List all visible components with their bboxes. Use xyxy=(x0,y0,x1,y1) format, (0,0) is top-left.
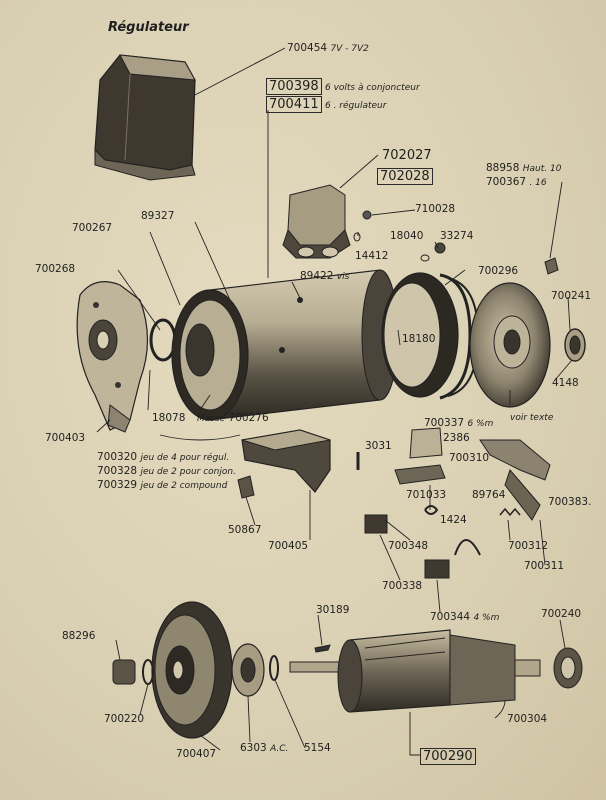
bush-part xyxy=(553,647,583,689)
label-88296: 88296 xyxy=(62,630,96,642)
label-89327: 89327 xyxy=(141,210,175,222)
label-700312: 700312 xyxy=(508,540,549,552)
bearing-cup xyxy=(564,328,586,362)
yoke-cylinder xyxy=(171,269,401,421)
label-700337: 700337 6 %m xyxy=(424,417,494,429)
label-89422: 89422 vis xyxy=(300,270,350,282)
label-3031: 3031 xyxy=(365,440,392,452)
armature xyxy=(289,629,541,713)
spring-coil xyxy=(499,507,521,517)
label-6303: 6303 A.C. xyxy=(240,742,289,754)
label-5154: 5154 xyxy=(304,742,331,754)
label-18078: 18078 xyxy=(152,412,186,424)
label-voir-texte: voir texte xyxy=(510,413,554,423)
cover-band xyxy=(381,272,480,400)
label-701033: 701033 xyxy=(406,489,447,501)
label-700296: 700296 xyxy=(478,265,519,277)
label-700344: 700344 4 %m xyxy=(430,611,500,623)
label-700338: 700338 xyxy=(382,580,423,592)
label-700348: 700348 xyxy=(388,540,429,552)
end-plate xyxy=(76,281,149,433)
label-700398: 700398 6 volts à conjoncteur xyxy=(266,78,420,95)
label-700383: 700383. xyxy=(548,496,592,508)
label-700268: 700268 xyxy=(35,263,76,275)
label-33274: 33274 xyxy=(440,230,474,242)
label-700367: 700367 . 16 xyxy=(486,176,547,188)
brush-part xyxy=(364,514,388,534)
label-50867: 50867 xyxy=(228,524,262,536)
label-4148: 4148 xyxy=(552,377,579,389)
label-1424: 1424 xyxy=(440,514,467,526)
spring-part xyxy=(424,505,439,515)
regulator-clip xyxy=(282,184,351,259)
nut-part xyxy=(112,659,136,685)
label-702027: 702027 xyxy=(382,148,432,163)
label-700310: 700310 xyxy=(449,452,490,464)
label-700405: 700405 xyxy=(268,540,309,552)
label-88958: 88958 Haut. 10 xyxy=(486,162,562,174)
label-89764: 89764 xyxy=(472,489,506,501)
label-700411: 700411 6 . régulateur xyxy=(266,96,386,113)
leader-lines xyxy=(96,47,573,756)
label-700407: 700407 xyxy=(176,748,217,760)
label-700241: 700241 xyxy=(551,290,592,302)
mounting-bracket xyxy=(241,429,331,493)
small-screws xyxy=(353,210,559,275)
label-700290: 700290 xyxy=(420,748,476,765)
bolt-part xyxy=(237,475,255,499)
tension-lever xyxy=(479,439,551,521)
brush-holder-plate xyxy=(394,427,446,485)
label-700403: 700403 xyxy=(45,432,86,444)
label-18040: 18040 xyxy=(390,230,424,242)
diagram-title: Régulateur xyxy=(108,20,189,35)
label-2386: 2386 xyxy=(443,432,470,444)
label-700240: 700240 xyxy=(541,608,582,620)
label-702028: 702028 xyxy=(377,168,433,185)
retainer-part xyxy=(269,655,279,681)
fan-pulley xyxy=(151,601,233,739)
label-masse-700276: Masse 700276 xyxy=(197,412,269,424)
brush-lead xyxy=(454,539,481,556)
label-700320: 700320 jeu de 4 pour régul. xyxy=(97,451,230,463)
ball-bearing xyxy=(231,643,265,697)
commutator-end-plate xyxy=(469,282,551,408)
label-14412: 14412 xyxy=(355,250,389,262)
key-part xyxy=(314,644,331,653)
label-18180: 18180 xyxy=(402,333,436,345)
label-700267: 700267 xyxy=(72,222,113,234)
label-700311: 700311 xyxy=(524,560,565,572)
ring-part xyxy=(149,318,177,362)
label-700304: 700304 xyxy=(507,713,548,725)
label-700220: 700220 xyxy=(104,713,145,725)
regulator-cover xyxy=(94,54,196,181)
label-700329: 700329 jeu de 2 compound xyxy=(97,479,228,491)
label-700328: 700328 jeu de 2 pour conjon. xyxy=(97,465,236,477)
label-710028: 710028 xyxy=(415,203,456,215)
label-30189: 30189 xyxy=(316,604,350,616)
label-700454: 700454 7V - 7V2 xyxy=(287,42,369,54)
brush-part-2 xyxy=(424,559,450,579)
